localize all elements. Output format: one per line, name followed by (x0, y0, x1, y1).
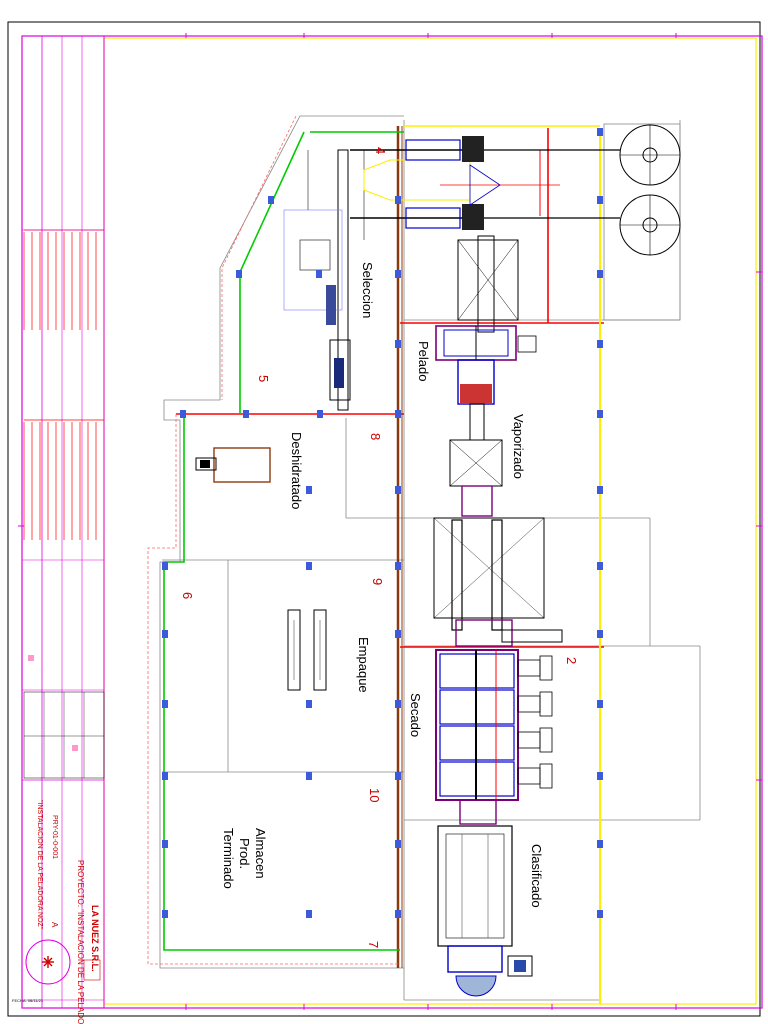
drawing-code: PRY-01-0-001 (51, 815, 58, 859)
sheet-border (7, 21, 761, 1017)
empaque-equipment (287, 609, 327, 691)
area-numbers: 4 5 8 9 6 2 10 7 (180, 147, 579, 948)
number-10: 10 (367, 788, 382, 802)
area-labels: Seleccion Pelado Vaporizado Deshidratado… (221, 262, 544, 908)
number-5: 5 (256, 375, 271, 382)
seleccion-equipment (283, 136, 560, 411)
number-6: 6 (180, 592, 195, 599)
title-block-texts: LA NUEZ S.R.L. PROYECTO: "INSTALACION DE… (12, 800, 100, 1024)
drawing-frame (21, 35, 763, 1009)
frame-ticks (18, 33, 762, 1010)
main-conveyor (396, 125, 601, 1004)
number-4: 4 (373, 147, 388, 154)
company-name: LA NUEZ S.R.L. (90, 905, 100, 972)
deshidratado-equipment (195, 447, 271, 483)
area-label-deshidratado: Deshidratado (289, 432, 304, 509)
center-transport (433, 517, 563, 647)
area-label-terminado: Terminado (221, 828, 236, 889)
column-markers (162, 196, 401, 918)
vaporizado-equipment (449, 403, 503, 517)
section-lines (176, 128, 604, 648)
revision-letter: A (50, 922, 59, 928)
number-8: 8 (368, 433, 383, 440)
area-label-clasificado: Clasificado (529, 844, 544, 908)
project-subtitle: "INSTALACION DE LA PELADORA NOZ" (36, 800, 43, 930)
cyclones (484, 123, 681, 321)
project-title: PROYECTO: "INSTALACION DE LA PELADORA NO… (76, 860, 85, 1024)
area-label-seleccion: Seleccion (360, 262, 375, 318)
area-label-almacen: Almacen (253, 828, 268, 879)
fecha-label: FECHA: 08/11/21 (12, 998, 44, 1003)
area-label-pelado: Pelado (416, 341, 431, 381)
area-label-vaporizado: Vaporizado (511, 414, 526, 479)
logo-mark (42, 956, 54, 968)
pelado-equipment (435, 235, 537, 405)
area-label-empaque: Empaque (356, 637, 371, 693)
yellow-wall-markers (597, 128, 603, 918)
dashed-piping (147, 115, 400, 965)
area-label-secado: Secado (408, 693, 423, 737)
area-label-prod: Prod. (237, 838, 252, 869)
title-block (21, 35, 105, 1009)
number-2: 2 (564, 657, 579, 664)
clasificado-equipment (437, 825, 533, 997)
number-9: 9 (370, 578, 385, 585)
number-7: 7 (366, 941, 381, 948)
inner-frame (103, 37, 757, 1005)
company-logo (25, 939, 71, 985)
secado-equipment (435, 649, 553, 825)
